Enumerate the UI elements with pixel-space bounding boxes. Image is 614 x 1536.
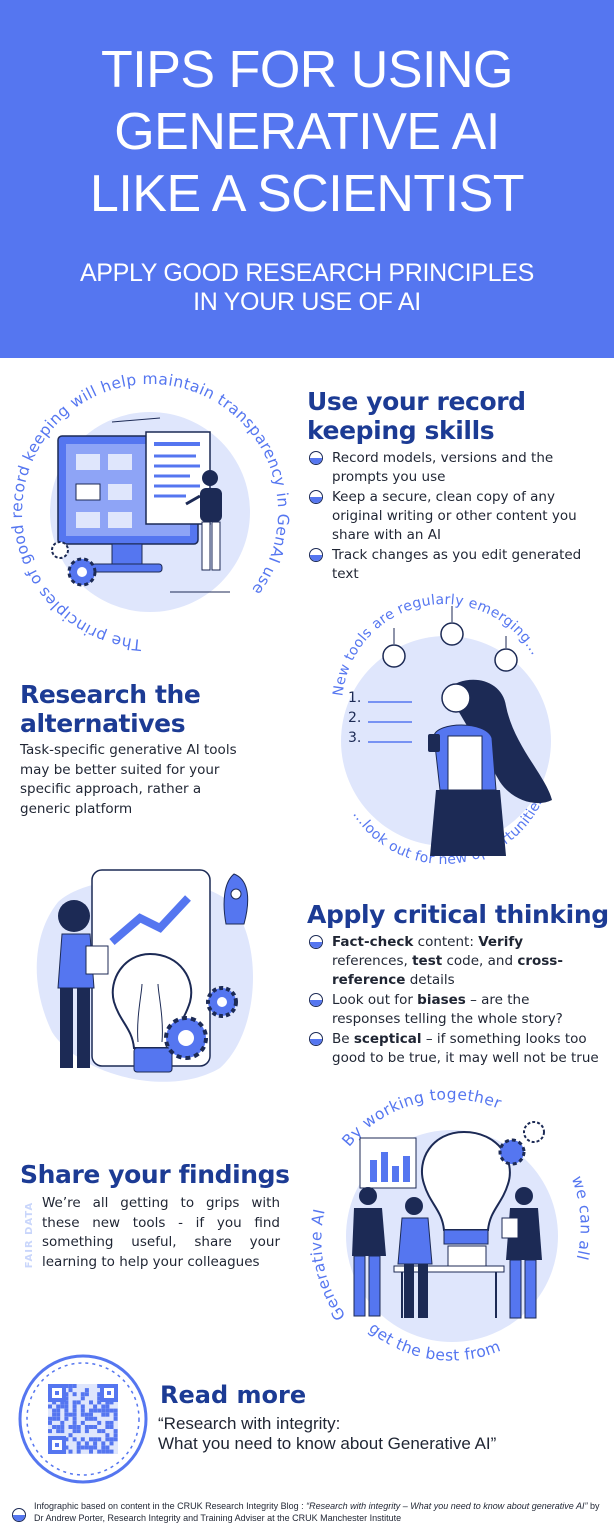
bullet-dot-icon: [309, 451, 323, 465]
bullet-item: Look out for biases – are the responses …: [307, 991, 599, 1029]
header-banner: TIPS FOR USING GENERATIVE AI LIKE A SCIE…: [0, 0, 614, 358]
bullet-dot-icon: [309, 935, 323, 949]
list-number: 2.: [348, 710, 361, 726]
subtitle-line-1: APPLY GOOD RESEARCH PRINCIPLES: [79, 259, 535, 287]
lightbulb-icon: [494, 636, 518, 672]
read-more-heading: Read more: [160, 1381, 307, 1409]
alternatives-heading-2: alternatives: [20, 709, 186, 738]
critical-thinking-illustration: [36, 869, 253, 1082]
bullet-dot-icon: [309, 993, 323, 1007]
subtitle-line-2: IN YOUR USE OF AI: [193, 288, 421, 316]
bullet-dot-icon: [309, 1032, 323, 1046]
page-title-line-3: LIKE A SCIENTIST: [89, 165, 525, 223]
record-keeping-heading-2: keeping skills: [307, 416, 495, 445]
record-keeping-heading-1: Use your record: [307, 387, 526, 416]
bullet-item: Be sceptical – if something looks too go…: [307, 1030, 599, 1068]
findings-heading: Share your findings: [20, 1160, 290, 1189]
lightbulb-icon: [382, 628, 406, 668]
critical-thinking-heading: Apply critical thinking: [307, 900, 609, 929]
alternatives-body: Task-specific generative AI tools may be…: [20, 742, 237, 817]
read-more-quote-line-1: “Research with integrity:: [158, 1414, 341, 1433]
bullet-item: Track changes as you edit generated text: [307, 546, 597, 584]
read-more-link[interactable]: “Research with integrity: What you need …: [158, 1414, 496, 1454]
woman-hair: [446, 679, 552, 804]
collab-circle-right-text: we can all: [568, 1174, 595, 1263]
trend-arrow-icon: [109, 895, 191, 946]
svg-text:FAIR DATA: FAIR DATA: [24, 1202, 35, 1268]
bullet-item: Record models, versions and the prompts …: [307, 449, 597, 487]
document-icon: [145, 431, 211, 525]
laptop-icon: [447, 1245, 487, 1267]
collaboration-illustration: By working together we can all get the b…: [307, 1085, 595, 1364]
page-title-line-1: TIPS FOR USING: [101, 41, 513, 99]
critical-thinking-bullets: Fact-check content: Verify references, t…: [307, 933, 599, 1069]
bullet-item: Keep a secure, clean copy of any origina…: [307, 488, 597, 545]
alternatives-heading-1: Research the: [20, 680, 201, 709]
page-title-line-2: GENERATIVE AI: [114, 103, 500, 161]
clipboard-icon: [85, 945, 109, 975]
alternatives-illustration: New tools are regularly emerging... ...l…: [330, 592, 552, 868]
footer-text: Infographic based on content in the CRUK…: [34, 1501, 600, 1523]
rocket-icon: [223, 873, 249, 925]
findings-body: We’re all getting to grips with these ne…: [42, 1195, 280, 1270]
lightbulb-icon: [421, 1130, 511, 1245]
lightbulb-icon: [440, 606, 464, 646]
gear-icon: [51, 541, 69, 559]
bullet-dot-icon: [309, 490, 323, 504]
fair-data-label: FAIR DATA: [24, 1202, 35, 1268]
qr-code[interactable]: [18, 1354, 148, 1484]
read-more-quote-line-2: What you need to know about Generative A…: [158, 1434, 497, 1453]
person-figure: [359, 1187, 377, 1205]
gear-icon: [498, 1138, 526, 1166]
list-number: 3.: [348, 730, 361, 746]
bullet-dot-icon: [309, 548, 323, 562]
bullet-dot-icon: [12, 1508, 26, 1522]
record-keeping-illustration: The principles of good record keeping wi…: [8, 370, 292, 654]
person-figure: [405, 1197, 423, 1215]
record-keeping-bullets: Record models, versions and the prompts …: [307, 449, 597, 585]
phone-icon: [428, 734, 440, 752]
gear-icon: [523, 1121, 545, 1143]
bullet-item: Fact-check content: Verify references, t…: [307, 933, 599, 990]
person-figure: [200, 488, 222, 522]
person-figure: [515, 1187, 533, 1205]
list-number: 1.: [348, 690, 361, 706]
collab-circle-left-text: Generative AI: [307, 1207, 349, 1324]
person-figure: [58, 900, 90, 932]
